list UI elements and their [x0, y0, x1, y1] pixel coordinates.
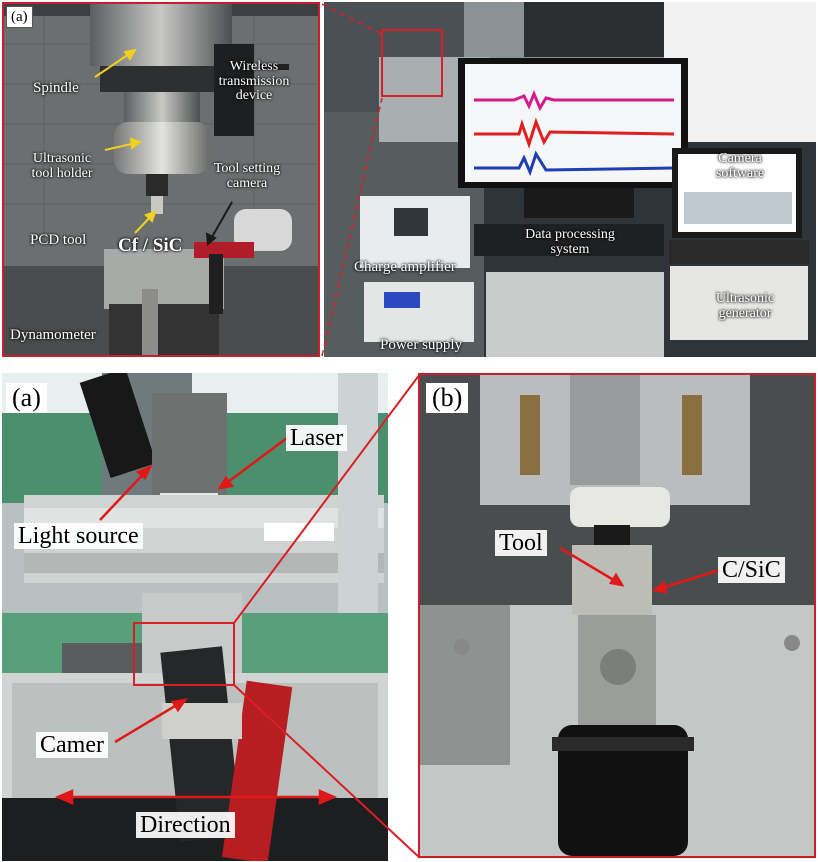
- label-camera-software: Camera software: [715, 151, 765, 181]
- label-charge-amplifier: Charge amplifier: [354, 259, 456, 275]
- label-spindle: Spindle: [33, 80, 79, 96]
- tool-closeup-photo: [420, 375, 814, 856]
- label-pcd-tool: PCD tool: [30, 232, 87, 248]
- machine-photo: [4, 4, 318, 355]
- force-signal-trace-3: [474, 150, 675, 177]
- label-light-source: Light source: [14, 523, 143, 549]
- label-tool: Tool: [495, 530, 547, 556]
- label-dynamometer: Dynamometer: [10, 327, 96, 343]
- label-camer: Camer: [36, 732, 108, 758]
- label-cf-sic: Cf / SiC: [118, 235, 183, 256]
- label-ultrasonic-tool-holder: Ultrasonic tool holder: [31, 151, 93, 181]
- label-power-supply: Power supply: [380, 337, 463, 353]
- label-tool-setting-camera: Tool setting camera: [213, 161, 281, 191]
- panel-tag-top-a: (a): [6, 6, 33, 28]
- label-c-sic: C/SiC: [718, 557, 785, 583]
- force-signal-trace-1: [474, 90, 674, 112]
- label-data-processing-system: Data processing system: [525, 227, 615, 257]
- tool-closeup-photo-panel: [418, 373, 816, 858]
- force-signal-trace-2: [474, 117, 675, 149]
- lab-setup-photo-panel: [324, 2, 816, 357]
- label-laser: Laser: [286, 425, 348, 451]
- panel-tag-bottom-b: (b): [426, 383, 469, 413]
- label-wireless-transmission: Wireless transmission device: [218, 59, 290, 104]
- label-ultrasonic-generator: Ultrasonic generator: [715, 291, 775, 321]
- panel-tag-bottom-a: (a): [6, 383, 47, 413]
- machine-photo-panel: [2, 2, 320, 357]
- label-direction: Direction: [136, 812, 235, 838]
